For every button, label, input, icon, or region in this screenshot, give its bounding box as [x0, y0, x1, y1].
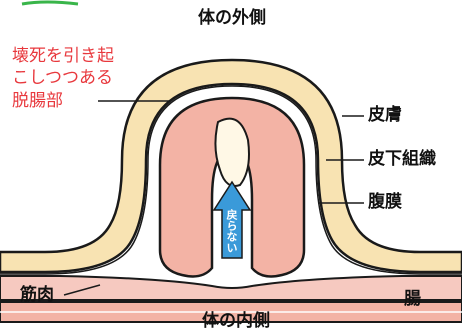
outer-side-title: 体の外側	[198, 10, 266, 27]
hernia-label-line-1: 壊死を引き起	[12, 48, 114, 65]
hernia-label-line-2: こしつつある	[12, 70, 113, 87]
muscle-layer	[0, 276, 462, 300]
peritoneum-label: 腹膜	[368, 194, 402, 211]
muscle-label: 筋肉	[20, 287, 54, 304]
skin-label: 皮膚	[368, 107, 402, 124]
intestine-label: 腸	[404, 291, 421, 308]
green-accent-mark	[22, 2, 78, 4]
intestine-lumen	[215, 119, 249, 186]
inner-side-title: 体の内側	[202, 313, 270, 330]
arrow-label: 戻らない	[226, 209, 237, 253]
subcutaneous-label: 皮下組織	[368, 151, 436, 168]
hernia-label-line-3: 脱腸部	[12, 93, 63, 110]
